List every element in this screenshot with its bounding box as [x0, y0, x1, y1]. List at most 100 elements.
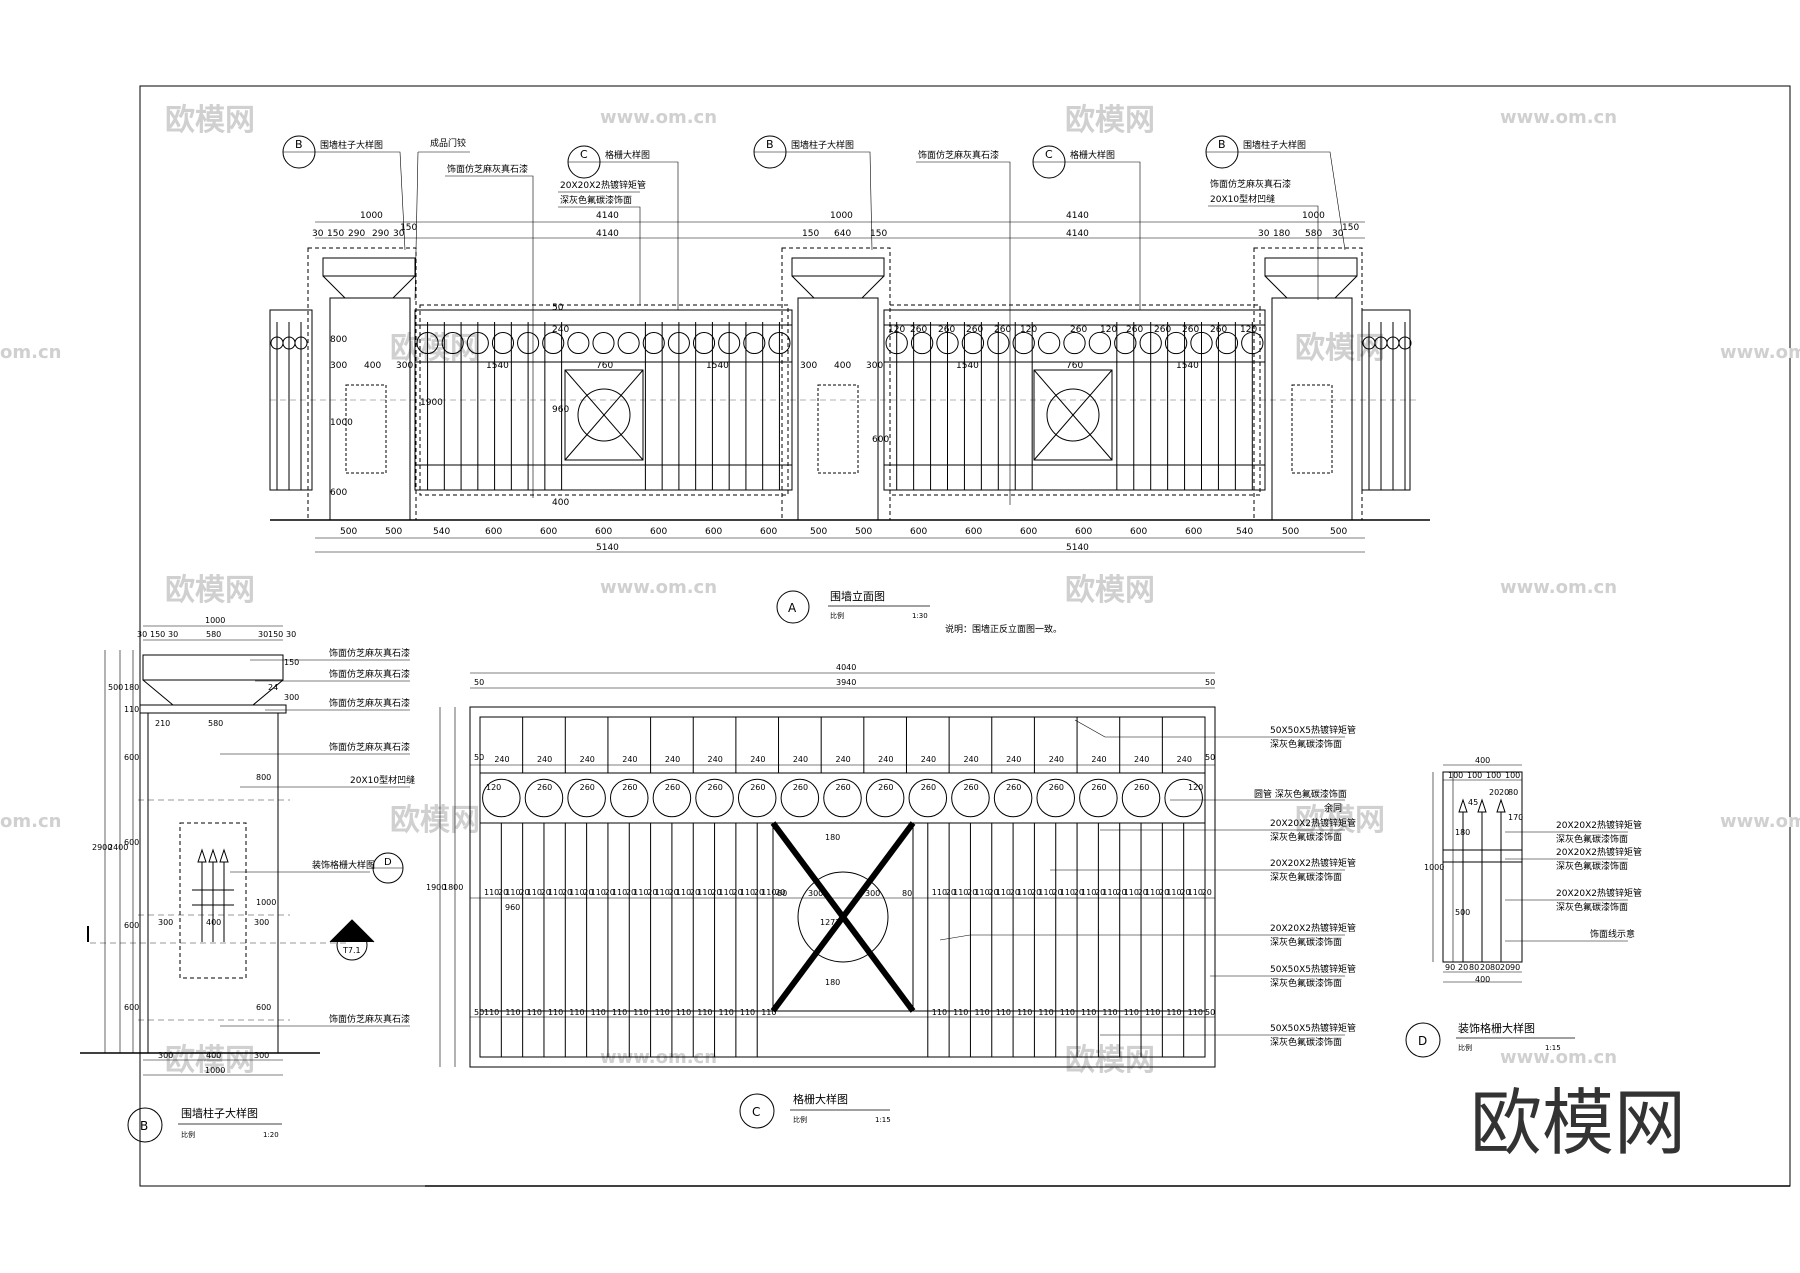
dim-p960: 960: [505, 903, 520, 912]
dim-p50: 50: [474, 753, 484, 762]
dim-p760: 760: [1066, 361, 1083, 371]
dim-p110: 110: [591, 1008, 606, 1017]
dim-p260: 260: [994, 325, 1011, 335]
leader-line: [1238, 151, 1346, 251]
dim-t150: 150: [150, 630, 165, 639]
dim-p600: 600: [485, 527, 502, 537]
section-mark-circle: [336, 929, 368, 961]
annotation-col-detail: 围墙柱子大样图: [320, 139, 383, 151]
grille-ring: [961, 331, 985, 355]
grille-ring: [1079, 778, 1118, 818]
dim-p45: 45: [1468, 798, 1478, 807]
dim-p20: 20: [647, 888, 657, 897]
dim-p240: 240: [494, 755, 509, 764]
dim-h1000: 1000: [1424, 863, 1444, 872]
grille-ring: [1036, 778, 1076, 818]
grille-ring: [491, 331, 515, 355]
dim-p110: 110: [740, 888, 755, 897]
annotation: 50X50X5热镀锌矩管: [1270, 724, 1356, 736]
elevation-a-text: 1000 4140 1000 4140 1000 4140 4140 30 15…: [312, 211, 1359, 553]
dim-p20: 20: [946, 888, 956, 897]
dim-p260: 260: [1070, 325, 1087, 335]
dim-p100: 100: [1448, 771, 1463, 780]
annotation: 20X20X2热镀锌矩管: [1556, 819, 1642, 831]
annotation-groove: 20X10型材凹缝: [1210, 193, 1275, 205]
detail-c-text: 4040 3940 50 50 1900 1800 960 120 120 80…: [426, 663, 1215, 1017]
dim-p120: 120: [486, 783, 501, 792]
dim-p110: 110: [1038, 888, 1053, 897]
dim-p260: 260: [750, 783, 765, 792]
grille-ring: [567, 331, 590, 355]
column-2-shaft: [797, 297, 879, 521]
annotation: 深灰色氟碳漆饰面: [1556, 833, 1628, 845]
dim-p500: 500: [1282, 527, 1299, 537]
callout-d-letter: D: [384, 857, 392, 868]
x-motif-1-frame: [564, 369, 644, 461]
watermark-url: www.om.cn: [600, 107, 717, 128]
dim-p300: 300: [330, 361, 347, 371]
dim-p240: 240: [1006, 755, 1021, 764]
dim-p20: 20: [1202, 888, 1212, 897]
dim-panel: 4140: [1066, 211, 1089, 221]
leader-line: [939, 934, 1345, 941]
detail-b-dashed: [179, 822, 247, 979]
dim-t30: 30: [286, 630, 296, 639]
dim-p300: 300: [808, 889, 823, 898]
dim-p80: 80: [777, 889, 787, 898]
dim-p110: 110: [484, 1008, 499, 1017]
watermark-url: www.om.cn: [1500, 107, 1617, 128]
scale-label: 比例: [830, 611, 844, 620]
dim-p240: 240: [836, 755, 851, 764]
column-1-inset: [345, 384, 387, 474]
dim-p240: 240: [665, 755, 680, 764]
dim-p960: 960: [552, 405, 569, 415]
watermark-logo: 欧模网: [165, 1043, 255, 1078]
detail-c-frame: [469, 706, 1216, 1068]
dim-p260: 260: [793, 783, 808, 792]
dim-p20: 20: [519, 888, 529, 897]
dim-t30: 30: [137, 630, 147, 639]
detail-b-title: 围墙柱子大样图: [181, 1106, 258, 1120]
dim-p110: 110: [505, 888, 520, 897]
dim-p20: 20: [733, 888, 743, 897]
dim-p20: 20: [1052, 888, 1062, 897]
dim-p600: 600: [1075, 527, 1092, 537]
dim-p20: 20: [967, 888, 977, 897]
dim-column: 1000: [360, 211, 383, 221]
dim-p20: 20: [1499, 788, 1509, 797]
dim-p20: 20: [498, 888, 508, 897]
dim-p110: 110: [484, 888, 499, 897]
watermark-logo: 欧模网: [1065, 103, 1155, 138]
dim-t30: 30: [258, 630, 268, 639]
grille-ring: [910, 331, 934, 355]
detail-c-x-frame: [772, 822, 914, 1012]
dim-p110: 110: [1124, 888, 1139, 897]
watermark-logo: 欧模网: [390, 331, 480, 366]
dim-w400: 400: [1475, 756, 1490, 765]
grille-ring: [993, 778, 1033, 818]
dim-p180: 180: [1273, 229, 1290, 239]
annotation: 20X20X2热镀锌矩管: [1270, 922, 1356, 934]
dim-p640: 640: [834, 229, 851, 239]
annotation-tube: 20X20X2热镀锌矩管: [560, 179, 646, 191]
dim-p110: 110: [1102, 888, 1117, 897]
dim-p400: 400: [364, 361, 381, 371]
detail-b-cap-taper: [142, 679, 284, 706]
dim-w4040: 4040: [836, 663, 856, 672]
grille-ring: [441, 331, 464, 355]
dim-p150: 150: [1342, 223, 1359, 233]
elevation-a: [269, 221, 1430, 553]
grille-ring: [642, 331, 665, 355]
dim-h300: 300: [254, 1051, 269, 1060]
dim-h300: 300: [158, 1051, 173, 1060]
dim-p120: 120: [888, 325, 905, 335]
detail-d: [1432, 764, 1523, 983]
annotation: 深灰色氟碳漆饰面: [1270, 738, 1342, 750]
dim-p150: 150: [802, 229, 819, 239]
dim-p600: 600: [965, 527, 982, 537]
grille-ring: [542, 331, 565, 355]
dim-p110: 110: [633, 1008, 648, 1017]
dim-p110: 110: [527, 888, 542, 897]
annotation: 深灰色氟碳漆饰面: [1270, 936, 1342, 948]
